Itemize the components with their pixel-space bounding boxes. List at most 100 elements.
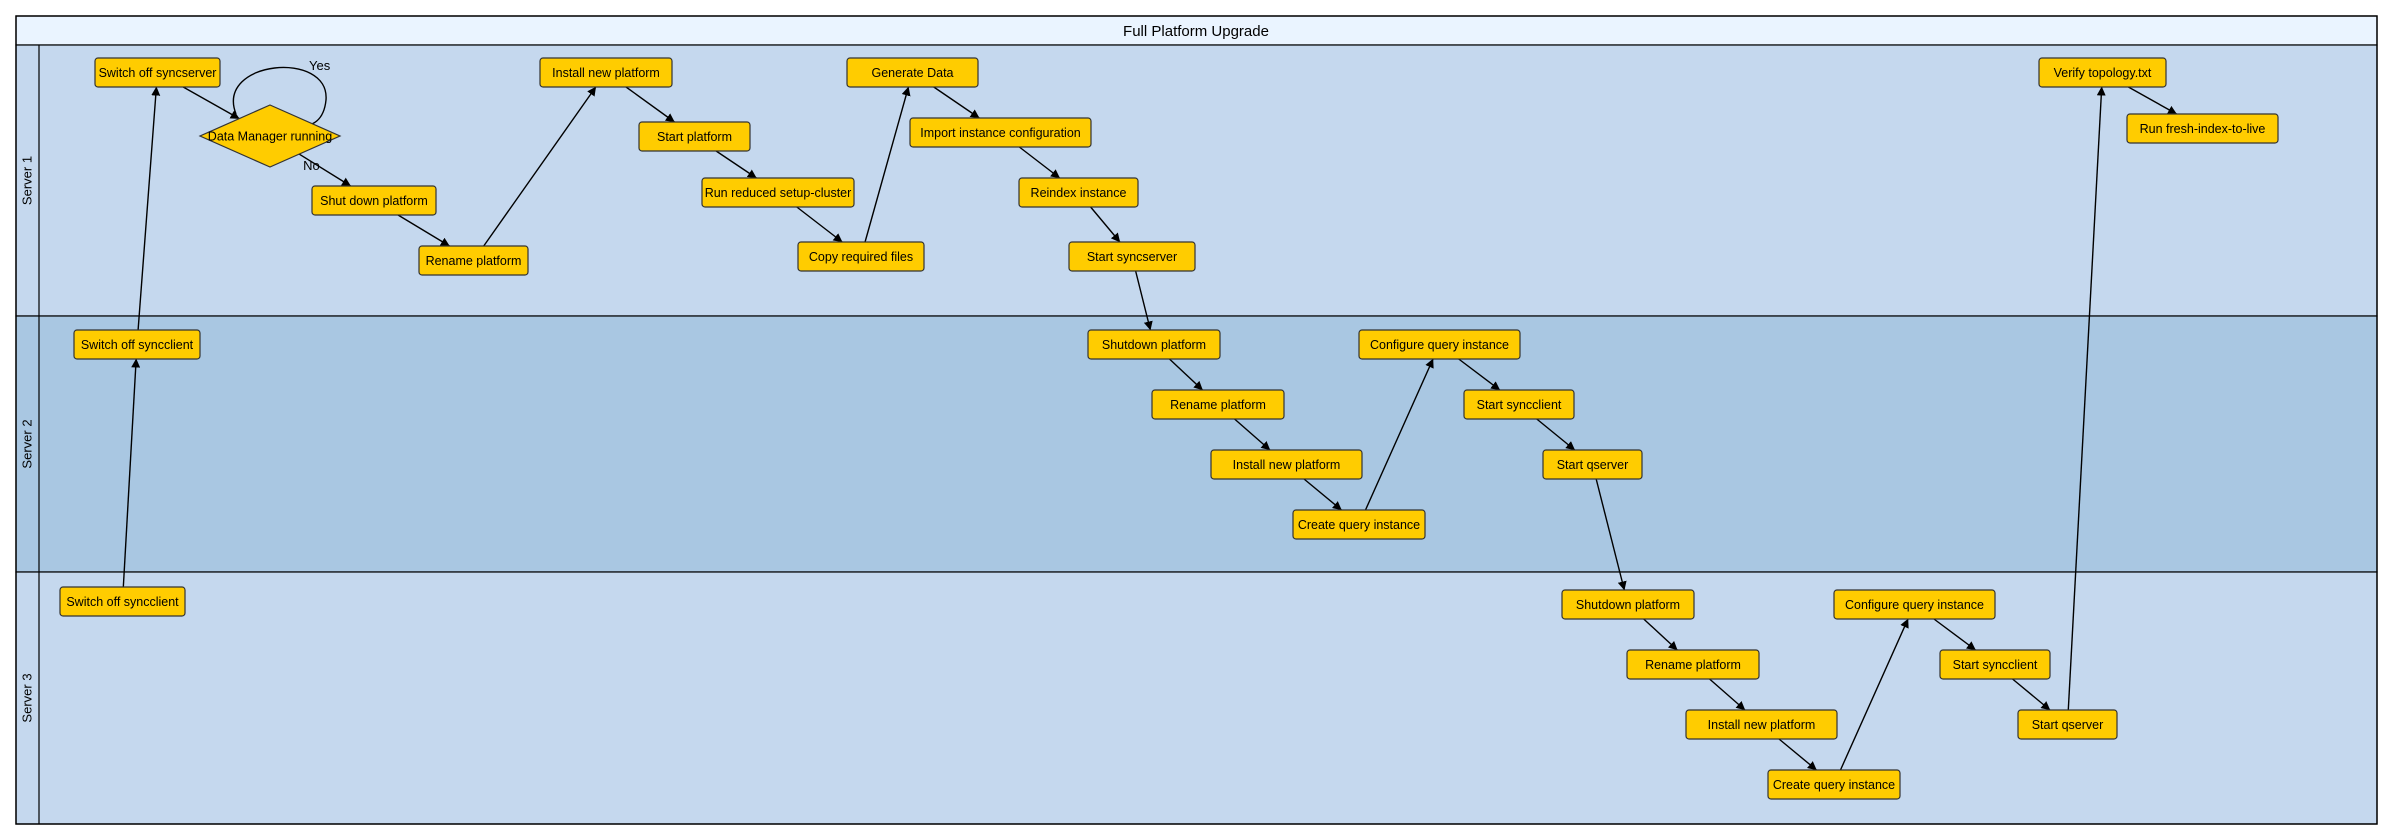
node-n12-process[interactable]: Start syncserver xyxy=(1068,241,1196,272)
connector-line xyxy=(2067,86,2106,711)
node-label: Data Manager running xyxy=(208,130,332,144)
node-n14-process[interactable]: Run fresh-index-to-live xyxy=(2126,113,2279,144)
node-p3-process[interactable]: Rename platform xyxy=(1626,649,1760,680)
node-p6-process[interactable]: Configure query instance xyxy=(1833,589,1996,620)
process-box[interactable] xyxy=(1833,589,1996,620)
process-box[interactable] xyxy=(1626,649,1760,680)
process-box[interactable] xyxy=(909,117,1092,148)
decision-diamond[interactable] xyxy=(198,104,342,168)
connector-m3-to-m4 xyxy=(1234,418,1271,451)
node-p8-process[interactable]: Start qserver xyxy=(2017,709,2118,740)
node-n8-process[interactable]: Copy required files xyxy=(797,241,925,272)
process-box[interactable] xyxy=(539,57,673,88)
swimlane-s3: Server 3 xyxy=(15,571,2378,825)
node-m5-process[interactable]: Create query instance xyxy=(1292,509,1426,540)
connector-n7-to-n8 xyxy=(796,206,843,243)
node-label: Verify topology.txt xyxy=(2054,66,2152,80)
connector-m6-to-m7 xyxy=(1458,358,1501,391)
node-label: Shutdown platform xyxy=(1576,598,1680,612)
process-box[interactable] xyxy=(1210,449,1363,480)
node-label: Start syncserver xyxy=(1087,250,1177,264)
node-label: Run fresh-index-to-live xyxy=(2140,122,2266,136)
process-box[interactable] xyxy=(418,245,529,276)
process-box[interactable] xyxy=(1767,769,1901,800)
node-n10-process[interactable]: Import instance configuration xyxy=(909,117,1092,148)
process-box[interactable] xyxy=(1151,389,1285,420)
node-n9-process[interactable]: Generate Data xyxy=(846,57,979,88)
process-box[interactable] xyxy=(59,586,186,617)
node-p7-process[interactable]: Start syncclient xyxy=(1939,649,2051,680)
process-box[interactable] xyxy=(1463,389,1575,420)
connector-line xyxy=(625,86,675,123)
connector-line xyxy=(1839,618,1909,771)
connector-m1-to-n1 xyxy=(137,86,161,331)
node-n1-process[interactable]: Switch off syncserver xyxy=(94,57,221,88)
node-label: Install new platform xyxy=(552,66,660,80)
node-p4-process[interactable]: Install new platform xyxy=(1685,709,1838,740)
node-p5-process[interactable]: Create query instance xyxy=(1767,769,1901,800)
process-box[interactable] xyxy=(1561,589,1695,620)
connector-line xyxy=(232,66,327,131)
connector-line xyxy=(397,214,450,247)
node-m8-process[interactable]: Start qserver xyxy=(1542,449,1643,480)
connector-m4-to-m5 xyxy=(1303,478,1342,511)
node-n13-process[interactable]: Verify topology.txt xyxy=(2038,57,2167,88)
connector-line xyxy=(933,86,980,119)
process-box[interactable] xyxy=(2017,709,2118,740)
connector-line xyxy=(122,358,141,588)
node-m3-process[interactable]: Rename platform xyxy=(1151,389,1285,420)
process-box[interactable] xyxy=(846,57,979,88)
process-box[interactable] xyxy=(73,329,201,360)
node-p1-process[interactable]: Switch off syncclient xyxy=(59,586,186,617)
node-m6-process[interactable]: Configure query instance xyxy=(1358,329,1521,360)
process-box[interactable] xyxy=(1542,449,1643,480)
swimlane-label: Server 2 xyxy=(20,419,35,468)
connector-n4-to-n5 xyxy=(483,86,597,247)
process-box[interactable] xyxy=(638,121,751,152)
process-box[interactable] xyxy=(1358,329,1521,360)
connector-line xyxy=(1933,618,1976,651)
connector-line xyxy=(182,86,240,120)
connector-label: No xyxy=(303,158,320,173)
node-n6-process[interactable]: Start platform xyxy=(638,121,751,152)
process-box[interactable] xyxy=(1292,509,1426,540)
connector-line xyxy=(1168,358,1204,391)
process-box[interactable] xyxy=(94,57,221,88)
swimlane-label: Server 3 xyxy=(20,673,35,722)
node-label: Generate Data xyxy=(872,66,954,80)
process-box[interactable] xyxy=(1685,709,1838,740)
node-d1-decision[interactable]: Data Manager running xyxy=(198,104,342,168)
node-n4-process[interactable]: Rename platform xyxy=(418,245,529,276)
swimlane-body xyxy=(15,571,2378,825)
process-box[interactable] xyxy=(1018,177,1139,208)
node-p2-process[interactable]: Shutdown platform xyxy=(1561,589,1695,620)
process-box[interactable] xyxy=(2038,57,2167,88)
node-n11-process[interactable]: Reindex instance xyxy=(1018,177,1139,208)
node-n5-process[interactable]: Install new platform xyxy=(539,57,673,88)
node-m1-process[interactable]: Switch off syncclient xyxy=(73,329,201,360)
connector-d1-to-n3: No xyxy=(298,153,352,187)
node-m7-process[interactable]: Start syncclient xyxy=(1463,389,1575,420)
connector-p3-to-p4 xyxy=(1709,678,1746,711)
node-m4-process[interactable]: Install new platform xyxy=(1210,449,1363,480)
connector-line xyxy=(1536,418,1576,451)
process-box[interactable] xyxy=(2126,113,2279,144)
process-box[interactable] xyxy=(311,185,437,216)
node-n3-process[interactable]: Shut down platform xyxy=(311,185,437,216)
process-box[interactable] xyxy=(1068,241,1196,272)
connector-p4-to-p5 xyxy=(1778,738,1817,771)
node-label: Rename platform xyxy=(1170,398,1266,412)
connector-n13-to-n14 xyxy=(2128,86,2177,115)
connector-m7-to-m8 xyxy=(1536,418,1576,451)
process-box[interactable] xyxy=(1939,649,2051,680)
connector-m8-to-p2 xyxy=(1595,478,1627,591)
connector-line xyxy=(1234,418,1271,451)
node-label: Install new platform xyxy=(1708,718,1816,732)
process-box[interactable] xyxy=(1087,329,1221,360)
node-n7-process[interactable]: Run reduced setup-cluster xyxy=(701,177,855,208)
node-m2-process[interactable]: Shutdown platform xyxy=(1087,329,1221,360)
connector-n9-to-n10 xyxy=(933,86,980,119)
process-box[interactable] xyxy=(701,177,855,208)
connector-n8-to-n9 xyxy=(864,86,911,243)
process-box[interactable] xyxy=(797,241,925,272)
